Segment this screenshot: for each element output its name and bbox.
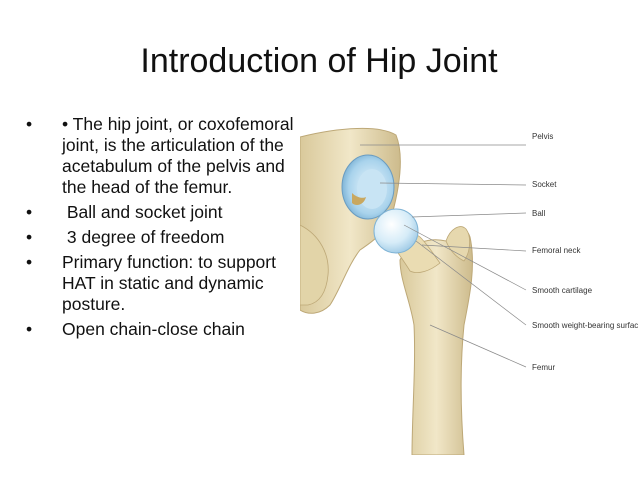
label-ball: Ball xyxy=(532,209,546,218)
bullet-marker: • xyxy=(26,227,33,247)
label-femoral-neck: Femoral neck xyxy=(532,246,581,255)
bullet-item: • Primary function: to support HAT in st… xyxy=(22,252,302,315)
bullet-marker: • xyxy=(26,319,33,339)
bullet-text: • The hip joint, or coxofemoral joint, i… xyxy=(62,114,294,197)
bullet-list: • • The hip joint, or coxofemoral joint,… xyxy=(22,114,302,344)
bullet-text: Primary function: to support HAT in stat… xyxy=(62,252,276,314)
bullet-text: Ball and socket joint xyxy=(62,202,223,222)
bullet-item: • 3 degree of freedom xyxy=(22,227,302,248)
socket-fovea xyxy=(352,193,366,205)
leader-lines xyxy=(360,144,527,368)
bullet-text: 3 degree of freedom xyxy=(62,227,225,247)
femoral-head-ball xyxy=(373,208,419,254)
bullet-item: • Open chain-close chain xyxy=(22,319,302,340)
bullet-marker: • xyxy=(26,114,33,134)
bullet-item: • Ball and socket joint xyxy=(22,202,302,223)
hip-joint-illustration: Pelvis Socket Ball Femoral neck Smooth c… xyxy=(300,127,638,455)
bullet-marker: • xyxy=(26,202,33,222)
bullet-item: • • The hip joint, or coxofemoral joint,… xyxy=(22,114,302,198)
label-smooth-cartilage: Smooth cartilage xyxy=(532,286,593,295)
bullet-text: Open chain-close chain xyxy=(62,319,245,339)
greater-trochanter xyxy=(445,226,470,262)
slide-title: Introduction of Hip Joint xyxy=(140,42,498,80)
label-weight-bearing-surfaces: Smooth weight-bearing surfaces xyxy=(532,321,638,330)
label-femur: Femur xyxy=(532,363,555,372)
label-socket: Socket xyxy=(532,180,557,189)
bullet-marker: • xyxy=(26,252,33,272)
label-pelvis: Pelvis xyxy=(532,132,553,141)
pelvis-lower xyxy=(300,224,329,306)
